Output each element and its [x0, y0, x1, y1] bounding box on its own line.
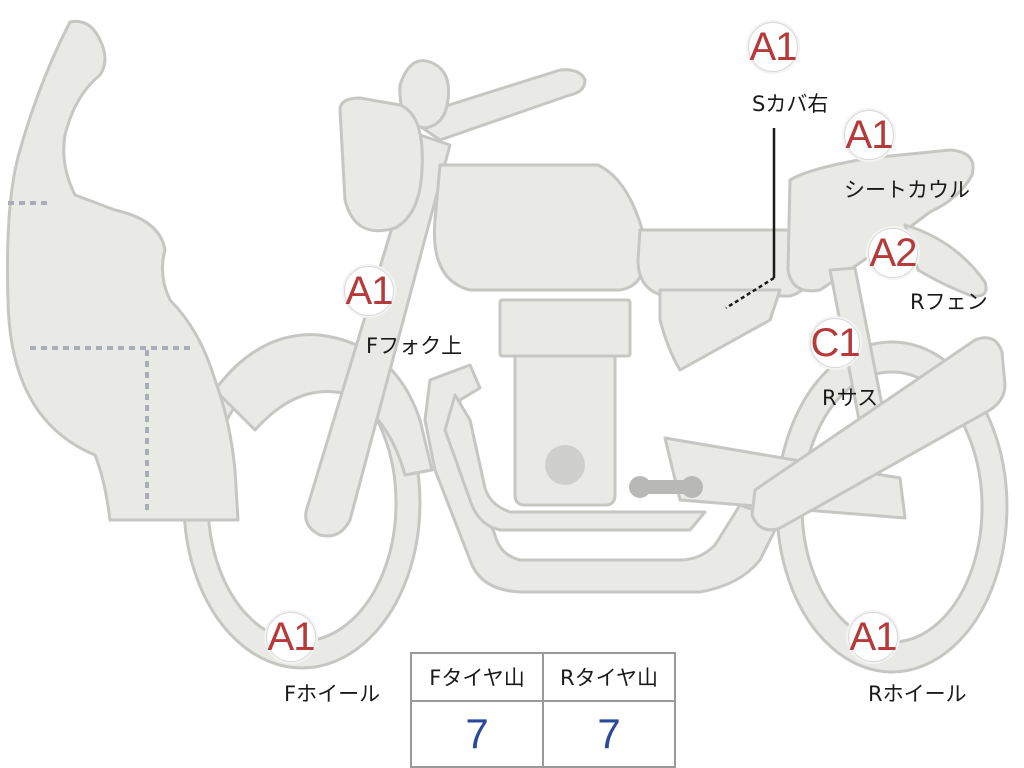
front-tire-tread-value: 7 — [410, 700, 544, 768]
s-cover-leader-line — [725, 128, 776, 310]
fairing — [6, 19, 240, 522]
headlight — [338, 96, 424, 233]
grade-badge-r-fender: A2 — [868, 228, 918, 278]
muffler — [750, 336, 1007, 532]
part-label-f-wheel: Fホイール — [284, 682, 381, 706]
front-tire-tread-header: Fタイヤ山 — [410, 652, 544, 702]
engine-head — [498, 298, 632, 358]
grade-badge-seat-cowl: A1 — [844, 110, 894, 160]
side-cover — [658, 288, 782, 372]
grade-badge-s-cover-right: A1 — [748, 22, 798, 72]
engine-block — [513, 354, 617, 507]
grade-badge-r-wheel: A1 — [848, 612, 898, 662]
part-label-seat-cowl: シートカウル — [844, 178, 970, 202]
part-label-f-fork-upper: Fフォク上 — [366, 334, 463, 358]
fairing-section-lines — [8, 201, 190, 515]
rear-tire-tread-header: Rタイヤ山 — [542, 652, 676, 702]
handlebar — [406, 68, 587, 142]
tire-table-header-row: Fタイヤ山 Rタイヤ山 — [410, 652, 676, 702]
tire-table-value-row: 7 7 — [410, 700, 676, 768]
part-label-r-fender: Rフェン — [910, 290, 988, 314]
part-label-r-wheel: Rホイール — [868, 682, 967, 706]
tire-tread-table: Fタイヤ山 Rタイヤ山 7 7 — [410, 652, 676, 768]
engine-cover-dot — [545, 445, 585, 485]
part-label-s-cover-right: Sカバ右 — [752, 92, 829, 116]
front-fork — [304, 133, 452, 538]
grade-badge-r-suspension: C1 — [810, 318, 861, 368]
part-label-r-suspension: Rサス — [822, 386, 879, 410]
rear-tire-tread-value: 7 — [542, 700, 676, 768]
fuel-tank — [432, 163, 648, 292]
grade-badge-f-fork-upper: A1 — [344, 266, 394, 316]
grade-badge-f-wheel: A1 — [266, 612, 316, 662]
rear-fender — [903, 223, 988, 298]
frame-inner — [443, 393, 707, 532]
frame — [423, 363, 782, 594]
footpeg — [629, 476, 703, 498]
seat-cowl — [786, 148, 975, 293]
